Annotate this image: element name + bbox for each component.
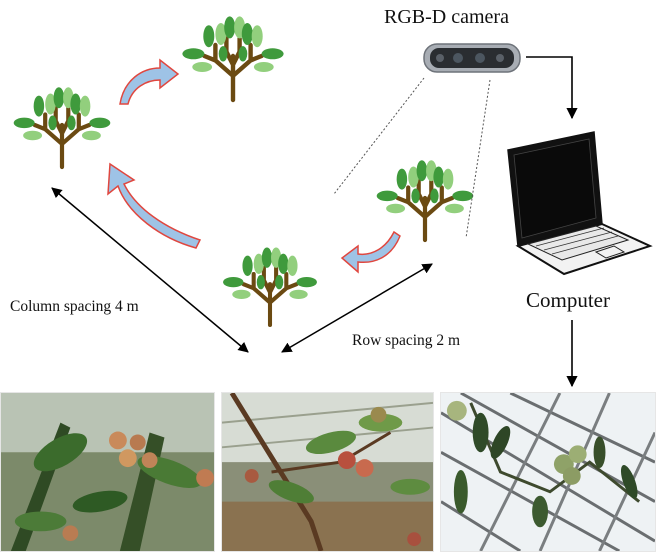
orchard-photo bbox=[0, 392, 215, 552]
orchard-photo bbox=[440, 392, 656, 552]
move-arrow bbox=[119, 58, 180, 105]
tree-icon bbox=[182, 16, 283, 100]
fov-line bbox=[465, 79, 491, 239]
column-spacing-label: Column spacing 4 m bbox=[10, 298, 139, 315]
camera-label: RGB-D camera bbox=[384, 6, 509, 28]
tree-icon bbox=[223, 247, 317, 325]
computer-label: Computer bbox=[526, 288, 610, 312]
fov-line bbox=[333, 77, 425, 195]
data-flow-arrow bbox=[526, 56, 578, 120]
row-spacing-arrow bbox=[281, 263, 433, 353]
tree-icon bbox=[377, 160, 474, 240]
tree-icon bbox=[14, 87, 111, 167]
column-spacing-arrow bbox=[51, 187, 249, 353]
diagram-canvas bbox=[0, 0, 653, 388]
laptop-icon bbox=[507, 131, 653, 276]
move-arrow bbox=[107, 162, 202, 249]
orchard-photo bbox=[221, 392, 434, 552]
row-spacing-label: Row spacing 2 m bbox=[352, 332, 461, 349]
rgbd-camera-icon bbox=[423, 43, 521, 73]
move-arrow bbox=[340, 230, 401, 274]
